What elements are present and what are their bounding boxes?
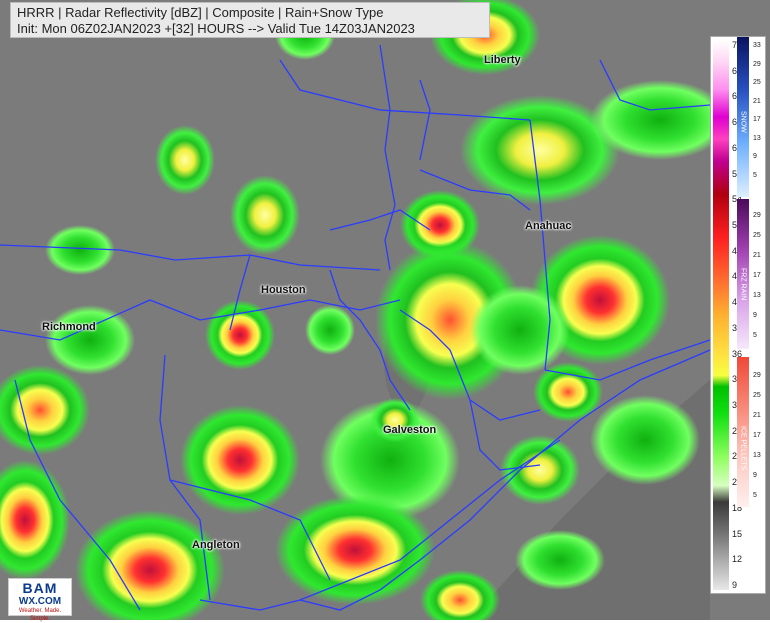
ice-pellets-tick-label: 29 bbox=[753, 372, 761, 379]
frz-rain-tick-label: 13 bbox=[753, 292, 761, 299]
radar-cell bbox=[275, 495, 435, 605]
rain-tick-label: 9 bbox=[732, 580, 738, 590]
city-label-liberty: Liberty bbox=[484, 54, 521, 66]
frz-rain-label: FRZ RAIN bbox=[740, 268, 747, 300]
radar-cell bbox=[500, 435, 580, 505]
city-label-richmond: Richmond bbox=[42, 321, 96, 333]
radar-cell bbox=[230, 175, 300, 255]
snow-tick-label: 5 bbox=[753, 172, 757, 179]
city-label-houston: Houston bbox=[261, 284, 306, 296]
radar-cell bbox=[75, 510, 225, 620]
radar-cell bbox=[370, 398, 420, 442]
radar-cell bbox=[320, 400, 460, 520]
radar-cell bbox=[470, 285, 570, 375]
radar-cell bbox=[0, 365, 90, 455]
ice-pellets-tick-label: 9 bbox=[753, 472, 757, 479]
radar-cell bbox=[590, 80, 730, 160]
map-header: HRRR | Radar Reflectivity [dBZ] | Compos… bbox=[10, 2, 490, 38]
ice-pellets-tick-label: 25 bbox=[753, 392, 761, 399]
city-label-anahuac: Anahuac bbox=[525, 220, 572, 232]
header-valid-time: Init: Mon 06Z02JAN2023 +[32] HOURS --> V… bbox=[17, 21, 415, 36]
frz-rain-tick-label: 29 bbox=[753, 212, 761, 219]
frz-rain-tick-label: 21 bbox=[753, 252, 761, 259]
logo-text-1: BAM bbox=[22, 580, 58, 596]
radar-cell bbox=[155, 125, 215, 195]
snow-tick-label: 29 bbox=[753, 60, 761, 68]
frz-rain-tick-label: 17 bbox=[753, 272, 761, 279]
rain-tick-label: 12 bbox=[732, 554, 743, 565]
radar-cell bbox=[590, 395, 700, 485]
snow-label: SNOW bbox=[739, 111, 747, 133]
radar-cell bbox=[515, 530, 605, 590]
header-title: HRRR | Radar Reflectivity [dBZ] | Compos… bbox=[17, 5, 384, 20]
snow-tick-label: 21 bbox=[753, 97, 761, 105]
city-label-galveston: Galveston bbox=[383, 424, 437, 436]
frz-rain-tick-label: 5 bbox=[753, 332, 757, 339]
radar-cell bbox=[533, 362, 603, 422]
radar-cell bbox=[45, 305, 135, 375]
ice-pellets-colorbar: ICE PELLETS bbox=[737, 357, 749, 507]
city-label-angleton: Angleton bbox=[192, 539, 240, 551]
snow-tick-label: 9 bbox=[753, 153, 757, 161]
rain-tick-label: 36 bbox=[732, 348, 743, 359]
snow-colorbar: SNOW bbox=[737, 37, 749, 197]
frz-rain-tick-label: 25 bbox=[753, 232, 761, 239]
radar-cell bbox=[180, 405, 300, 515]
logo-text-2: WX.COM bbox=[18, 596, 62, 607]
ice-pellets-tick-label: 13 bbox=[753, 452, 761, 459]
rain-tick-label: 15 bbox=[732, 528, 743, 539]
frz-rain-colorbar: FRZ RAIN bbox=[737, 199, 749, 349]
rain-tick-label: 18 bbox=[732, 502, 743, 513]
radar-cell bbox=[420, 570, 500, 620]
snow-tick-label: 33 bbox=[753, 42, 761, 49]
radar-cell bbox=[460, 95, 620, 205]
ice-pellets-tick-label: 21 bbox=[753, 412, 761, 419]
county-boundaries bbox=[0, 44, 711, 611]
rain-colorbar bbox=[713, 40, 729, 590]
bam-wx-logo: BAM WX.COM Weather. Made. Simple. bbox=[8, 578, 72, 622]
snow-tick-label: 25 bbox=[753, 79, 761, 87]
frz-rain-tick-label: 9 bbox=[753, 312, 757, 319]
snow-tick-label: 17 bbox=[753, 116, 761, 124]
logo-tagline: Weather. Made. Simple. bbox=[18, 608, 62, 622]
radar-cell bbox=[305, 305, 355, 355]
radar-cell bbox=[45, 225, 115, 275]
radar-cell bbox=[205, 300, 275, 370]
radar-cell bbox=[0, 460, 70, 580]
snow-tick-label: 13 bbox=[753, 134, 761, 142]
ice-pellets-label: ICE PELLETS bbox=[740, 426, 747, 470]
ice-pellets-tick-label: 5 bbox=[753, 492, 757, 499]
reflectivity-legend: 7269666360575451484542393633302724211815… bbox=[710, 36, 766, 594]
ice-pellets-tick-label: 17 bbox=[753, 432, 761, 439]
